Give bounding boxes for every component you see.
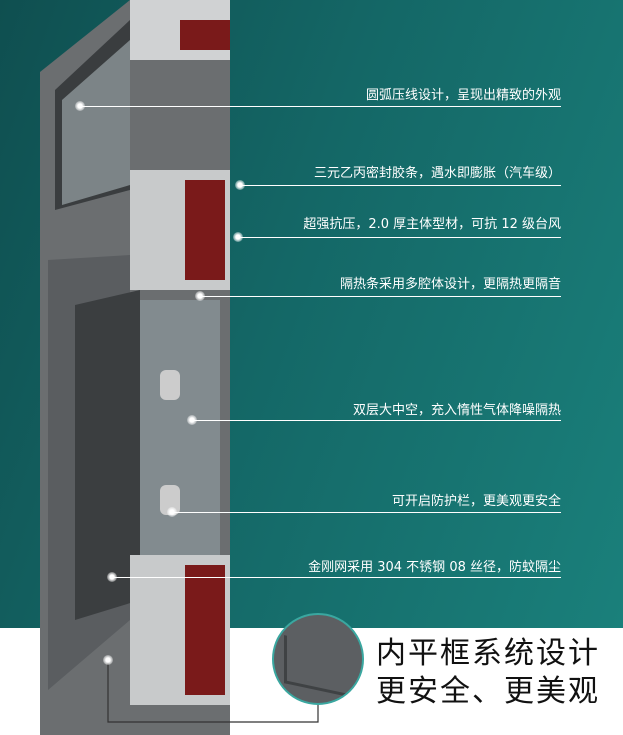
callout-label-6: 可开启防护栏，更美观更安全 <box>391 494 561 509</box>
detail-magnifier-circle <box>272 613 364 705</box>
thermal-break-middle <box>185 180 225 280</box>
callout-label-7: 金刚网采用 304 不锈钢 08 丝径，防蚊隔尘 <box>308 560 561 575</box>
thermal-break-top <box>180 20 230 50</box>
callout-dot-2 <box>235 180 245 190</box>
callout-line-4 <box>202 296 561 297</box>
headline-line-2: 更安全、更美观 <box>376 674 600 709</box>
callout-bracket <box>107 660 319 723</box>
callout-dot-4 <box>195 291 205 301</box>
bracket-dot <box>103 655 113 665</box>
screen-mesh <box>75 290 140 620</box>
upper-glass <box>62 40 130 205</box>
callout-line-7 <box>114 577 561 578</box>
callout-label-5: 双层大中空，充入惰性气体降噪隔热 <box>352 403 561 418</box>
headline-line-1: 内平框系统设计 <box>376 636 600 671</box>
callout-dot-5 <box>187 415 197 425</box>
callout-dot-6 <box>167 507 177 517</box>
callout-dot-3 <box>233 232 243 242</box>
callout-label-3: 超强抗压，2.0 厚主体型材，可抗 12 级台风 <box>303 217 561 232</box>
callout-label-4: 隔热条采用多腔体设计，更隔热更隔音 <box>339 277 561 292</box>
callout-line-6 <box>174 512 561 513</box>
guard-bar-1 <box>160 370 180 400</box>
callout-line-2 <box>242 185 561 186</box>
thermal-break-bottom <box>185 565 225 695</box>
callout-dot-1 <box>75 101 85 111</box>
callout-line-1 <box>82 106 561 107</box>
callout-line-3 <box>240 237 561 238</box>
callout-line-5 <box>194 420 561 421</box>
callout-dot-7 <box>107 572 117 582</box>
lower-glass <box>140 300 220 560</box>
callout-label-1: 圆弧压线设计，呈现出精致的外观 <box>365 88 561 103</box>
callout-label-2: 三元乙丙密封胶条，遇水即膨胀（汽车级） <box>313 166 561 181</box>
